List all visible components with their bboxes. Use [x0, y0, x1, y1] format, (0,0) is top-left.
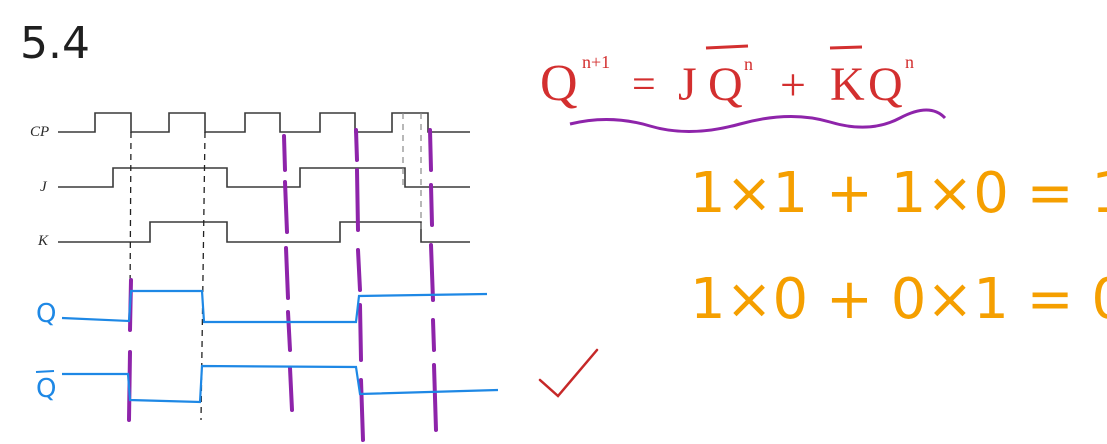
k-waveform — [58, 221, 470, 243]
qbar-waveform — [62, 364, 499, 404]
checkmark-icon — [538, 348, 599, 398]
characteristic-equation: Q n+1 = J Q n + K Q n — [540, 52, 914, 112]
dashed-guide-1 — [129, 131, 132, 301]
eq-equals: = — [632, 62, 656, 108]
problem-number: 5.4 — [20, 18, 90, 69]
cp-waveform — [58, 112, 470, 133]
qbar-overline — [35, 370, 55, 373]
calc-line-2: 1×0 + 0×1 = 0 — [690, 267, 1107, 332]
eq-qbar: Q — [708, 58, 743, 111]
eq-lhs-sup: n+1 — [582, 52, 610, 72]
qbar-label: Q — [36, 374, 56, 404]
eq-q-sup: n — [905, 52, 914, 72]
eq-qbar-sup: n — [744, 54, 753, 74]
eq-plus: + — [780, 59, 806, 110]
equation-overbars — [705, 44, 863, 50]
j-label: J — [40, 179, 48, 195]
eq-q: Q — [868, 58, 903, 111]
cp-label: CP — [30, 124, 49, 140]
q-label: Q — [36, 299, 56, 329]
q-waveform — [61, 289, 488, 324]
purple-markers — [127, 128, 438, 442]
equation-underline — [569, 108, 947, 133]
eq-lhs-base: Q — [540, 55, 578, 112]
k-label: K — [37, 233, 49, 249]
calc-line-1: 1×1 + 1×0 = 1 — [690, 161, 1107, 226]
dashed-guide-2 — [200, 131, 206, 421]
eq-j: J — [678, 58, 697, 111]
j-waveform — [58, 167, 470, 188]
eq-kbar: K — [830, 58, 865, 111]
